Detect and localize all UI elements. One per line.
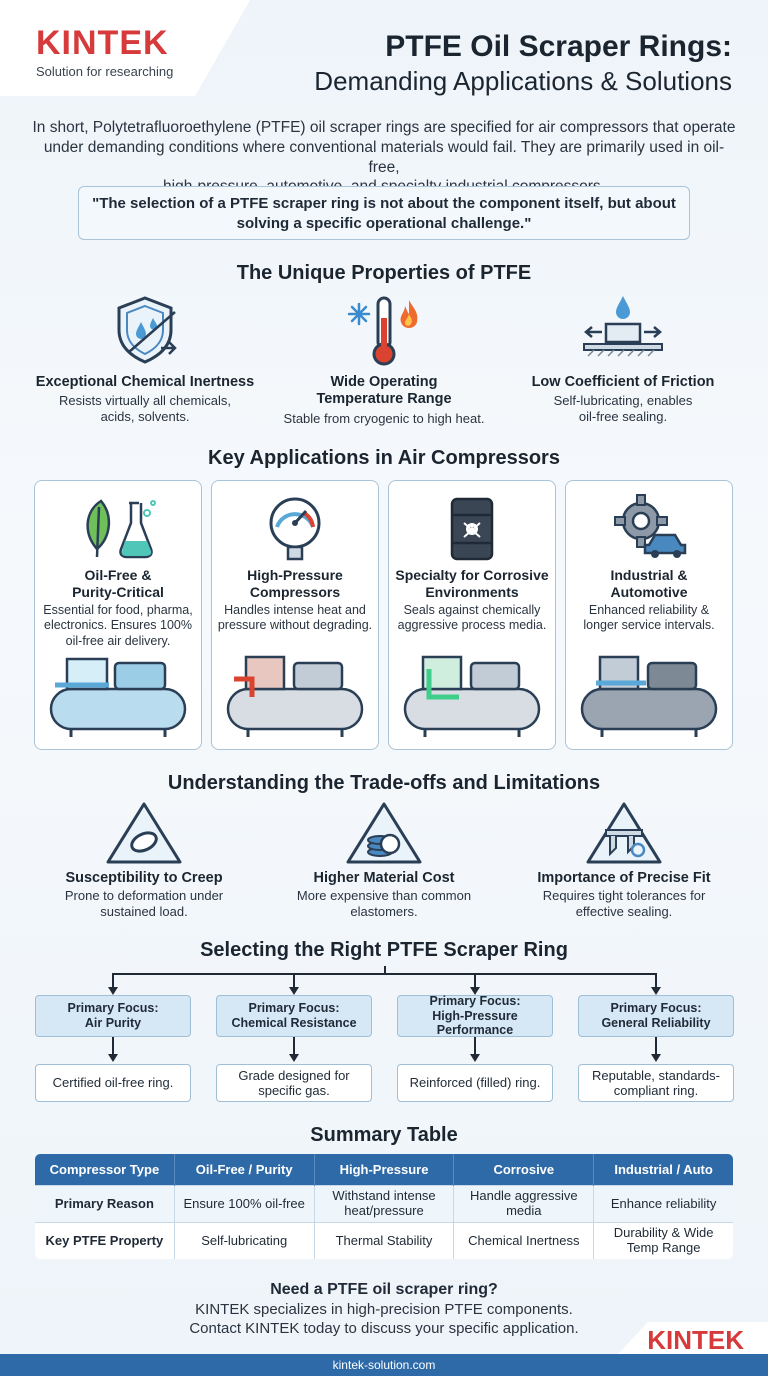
footer-logo-panel <box>618 1322 768 1354</box>
application-card-oil-free: Oil-Free &Purity-Critical Essential for … <box>34 480 202 750</box>
flow-connector <box>474 1037 476 1055</box>
applications-heading: Key Applications in Air Compressors <box>208 447 560 469</box>
creep-warning-icon <box>106 802 182 864</box>
arrow-icon <box>108 987 118 995</box>
property-temperature-range: Wide Operating Temperature Range Stable … <box>259 292 509 427</box>
focus-general-reliability: Primary Focus:General Reliability <box>578 995 734 1037</box>
quote-box: "The selection of a PTFE scraper ring is… <box>78 186 690 240</box>
focus-air-purity: Primary Focus:Air Purity <box>35 995 191 1037</box>
flow-connector <box>655 1037 657 1055</box>
tradeoff-precise-fit: Importance of Precise Fit Requires tight… <box>509 800 739 920</box>
shield-drop-icon <box>117 296 177 364</box>
footer-bar: kintek-solution.com <box>0 1354 768 1376</box>
flow-connector <box>655 973 657 989</box>
table-cell: Chemical Inertness <box>453 1222 595 1259</box>
table-cell: Self-lubricating <box>174 1222 315 1259</box>
card-title: Industrial &Automotive <box>610 567 688 600</box>
table-cell: Ensure 100% oil-free <box>174 1185 315 1223</box>
result-reinforced-ring: Reinforced (filled) ring. <box>397 1064 553 1102</box>
flow-connector <box>112 1037 114 1055</box>
focus-chemical-resistance: Primary Focus:Chemical Resistance <box>216 995 372 1037</box>
cta-line-1: KINTEK specializes in high-precision PTF… <box>195 1301 573 1318</box>
arrow-icon <box>470 1054 480 1062</box>
flow-connector <box>293 973 295 989</box>
high-pressure-compressor-illustration <box>226 655 364 737</box>
pressure-gauge-icon <box>269 497 321 561</box>
page-subtitle: Demanding Applications & Solutions <box>314 66 732 96</box>
tradeoffs-heading: Understanding the Trade-offs and Limitat… <box>167 772 601 794</box>
column-header: Compressor Type <box>35 1154 175 1186</box>
flow-connector <box>474 973 476 989</box>
summary-table: Compressor Type Oil-Free / Purity High-P… <box>34 1153 734 1260</box>
leaf-flask-icon <box>86 499 156 559</box>
result-standards-compliant: Reputable, standards-compliant ring. <box>578 1064 734 1102</box>
cost-warning-icon <box>346 802 422 864</box>
thermometer-icon <box>347 296 418 366</box>
selection-heading: Selecting the Right PTFE Scraper Ring <box>200 939 568 961</box>
flow-connector <box>112 973 656 975</box>
page-title: PTFE Oil Scraper Rings: <box>385 30 732 63</box>
flow-connector <box>384 966 386 974</box>
chemical-barrel-icon <box>450 497 494 561</box>
logo-tagline: Solution for researching <box>36 64 174 79</box>
properties-heading: The Unique Properties of PTFE <box>236 262 532 284</box>
card-description: Enhanced reliability &longer service int… <box>583 603 715 633</box>
industrial-compressor-illustration <box>580 655 718 737</box>
property-low-friction: Low Coefficient of Friction Self-lubrica… <box>498 292 748 425</box>
result-certified-oil-free: Certified oil-free ring. <box>35 1064 191 1102</box>
table-row: Key PTFE Property Self-lubricating Therm… <box>35 1222 733 1259</box>
column-header: Corrosive <box>453 1154 595 1186</box>
application-card-industrial-automotive: Industrial &Automotive Enhanced reliabil… <box>565 480 733 750</box>
column-header: Oil-Free / Purity <box>174 1154 315 1186</box>
kintek-logo[interactable]: KINTEK <box>36 24 169 62</box>
column-header: Industrial / Auto <box>593 1154 733 1186</box>
arrow-icon <box>289 987 299 995</box>
table-cell: Thermal Stability <box>314 1222 455 1259</box>
table-header-row: Compressor Type Oil-Free / Purity High-P… <box>35 1154 733 1186</box>
tradeoff-creep: Susceptibility to Creep Prone to deforma… <box>29 800 259 920</box>
column-header: High-Pressure <box>314 1154 455 1186</box>
cta-line-2: Contact KINTEK today to discuss your spe… <box>189 1320 579 1337</box>
summary-heading: Summary Table <box>310 1124 458 1146</box>
intro-paragraph: In short, Polytetrafluoroethylene (PTFE)… <box>32 119 736 195</box>
arrow-icon <box>651 987 661 995</box>
caliper-warning-icon <box>586 802 662 864</box>
corrosive-compressor-illustration <box>403 655 541 737</box>
arrow-icon <box>289 1054 299 1062</box>
arrow-icon <box>108 1054 118 1062</box>
friction-block-icon <box>583 296 663 357</box>
card-title: Oil-Free &Purity-Critical <box>72 567 164 600</box>
row-header: Primary Reason <box>35 1185 175 1223</box>
footer-url-link[interactable]: kintek-solution.com <box>332 1358 436 1372</box>
tradeoff-cost: Higher Material Cost More expensive than… <box>269 800 499 920</box>
arrow-icon <box>470 987 480 995</box>
table-cell: Enhance reliability <box>593 1185 733 1223</box>
footer-kintek-logo[interactable]: KINTEK <box>647 1325 744 1355</box>
card-description: Essential for food, pharma,electronics. … <box>43 603 193 648</box>
flow-connector <box>293 1037 295 1055</box>
arrow-icon <box>651 1054 661 1062</box>
gear-car-icon <box>614 494 687 558</box>
row-header: Key PTFE Property <box>35 1222 175 1259</box>
property-chemical-inertness: Exceptional Chemical Inertness Resists v… <box>20 292 270 425</box>
flow-connector <box>112 973 114 989</box>
table-row: Primary Reason Ensure 100% oil-free With… <box>35 1185 733 1223</box>
cta-title: Need a PTFE oil scraper ring? <box>270 1281 498 1298</box>
oil-free-compressor-illustration <box>49 657 187 737</box>
